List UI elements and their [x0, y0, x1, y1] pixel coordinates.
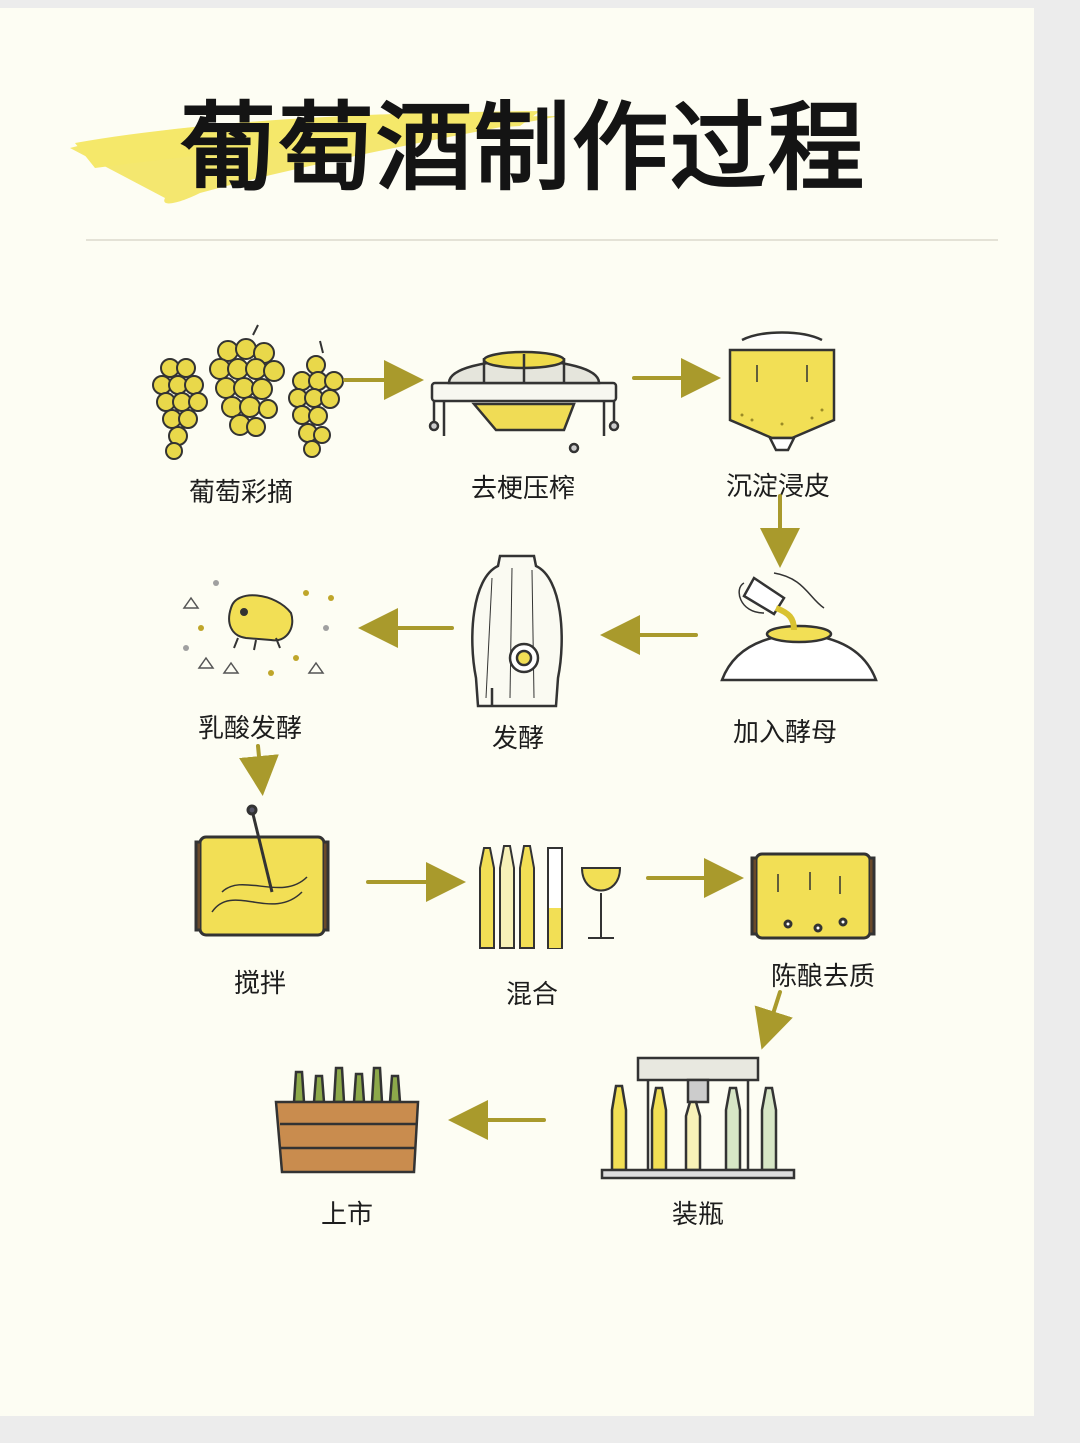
step-label-aging: 陈酿去质 — [770, 962, 876, 992]
arrow-6-7 — [239, 744, 279, 796]
step-label-blending: 混合 — [505, 980, 559, 1010]
grape-bunches-icon — [152, 324, 344, 460]
step-label-stirring: 搅拌 — [233, 969, 287, 999]
blending-bottles-icon — [479, 845, 622, 949]
step-label-settle-macerate: 沉淀浸皮 — [725, 472, 831, 502]
step-label-fermentation: 发酵 — [491, 724, 545, 754]
pour-yeast-icon — [720, 572, 878, 682]
wine-press-icon — [428, 350, 620, 454]
step-label-harvest: 葡萄彩摘 — [188, 478, 294, 508]
aging-barrel-icon — [750, 852, 876, 940]
title-divider — [86, 239, 998, 241]
arrow-9-10 — [754, 990, 793, 1050]
page-title: 葡萄酒制作过程 — [180, 92, 866, 204]
title-highlight-stroke — [70, 111, 560, 204]
wine-crate-icon — [274, 1066, 420, 1174]
bottling-machine-icon — [600, 1056, 796, 1180]
step-label-add-yeast: 加入酵母 — [732, 718, 838, 748]
fermentation-vessel-icon — [471, 554, 563, 708]
infographic-card: 葡萄酒制作过程 葡萄彩摘 — [0, 8, 1034, 1416]
title-area: 葡萄酒制作过程 — [0, 8, 1034, 238]
bacteria-icon — [182, 580, 334, 676]
step-label-market: 上市 — [320, 1200, 374, 1230]
settling-tank-icon — [728, 331, 836, 452]
step-label-destem-press: 去梗压榨 — [470, 474, 576, 504]
step-label-malolactic: 乳酸发酵 — [197, 714, 303, 744]
stirring-barrel-icon — [194, 804, 330, 937]
step-label-bottling: 装瓶 — [671, 1200, 725, 1230]
